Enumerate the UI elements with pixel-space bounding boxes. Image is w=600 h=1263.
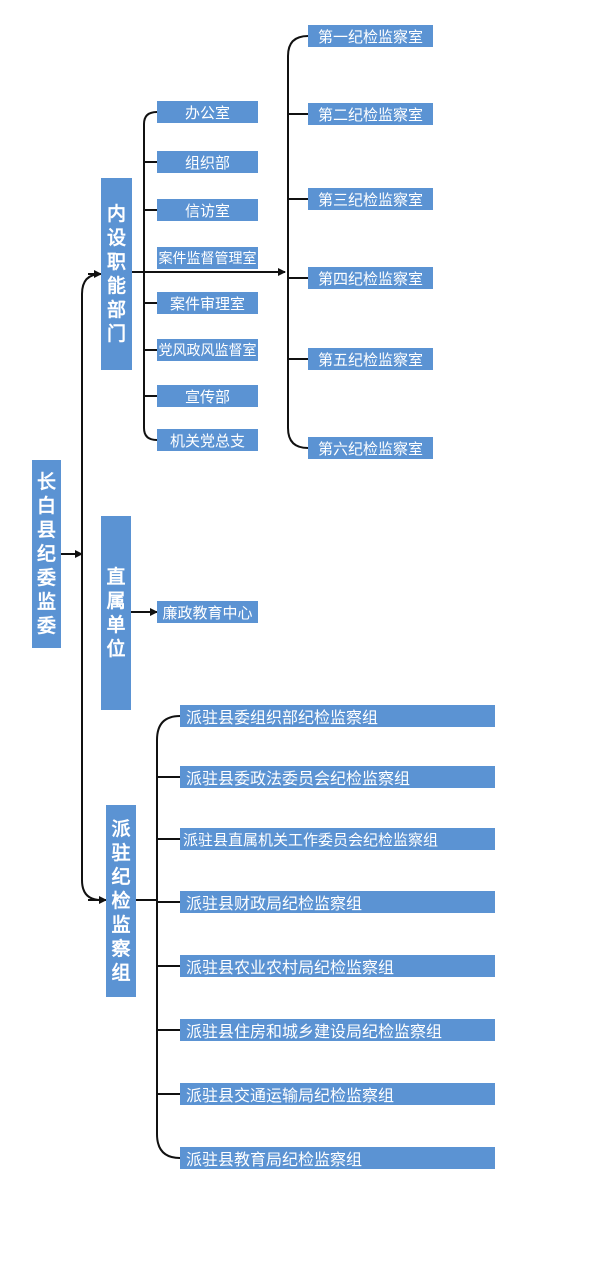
vertical-char: 设 xyxy=(106,227,126,249)
dept-node: 机关党总支 xyxy=(157,429,258,451)
stationed-group-node: 派驻县委组织部纪检监察组 xyxy=(180,705,495,727)
root-label: 长白县纪委监委 xyxy=(37,470,56,638)
vertical-char: 位 xyxy=(106,638,126,660)
vertical-char: 职 xyxy=(106,251,126,273)
branch-label: 派驻纪检监察组 xyxy=(111,817,130,985)
branch-internal-departments: 内设职能部门 xyxy=(101,178,132,370)
vertical-char: 属 xyxy=(106,590,126,612)
stationed-group-node: 派驻县住房和城乡建设局纪检监察组 xyxy=(180,1019,495,1041)
vertical-char: 组 xyxy=(111,962,131,984)
vertical-char: 门 xyxy=(106,323,126,345)
branch-label: 内设职能部门 xyxy=(107,202,126,346)
dept-node: 案件监督管理室 xyxy=(157,247,258,269)
vertical-char: 部 xyxy=(106,299,126,321)
dept-node: 信访室 xyxy=(157,199,258,221)
vertical-char: 驻 xyxy=(111,842,131,864)
vertical-char: 内 xyxy=(106,203,126,225)
vertical-char: 直 xyxy=(106,566,126,588)
vertical-char: 县 xyxy=(36,519,56,541)
branch-label: 直属单位 xyxy=(106,565,125,661)
dept-node: 案件审理室 xyxy=(157,292,258,314)
stationed-group-node: 派驻县交通运输局纪检监察组 xyxy=(180,1083,495,1105)
vertical-char: 监 xyxy=(36,591,56,613)
stationed-group-node: 派驻县财政局纪检监察组 xyxy=(180,891,495,913)
room-node: 第三纪检监察室 xyxy=(308,188,433,210)
direct-unit-node: 廉政教育中心 xyxy=(157,601,258,623)
root-node: 长白县纪委监委 xyxy=(32,460,61,648)
dept-node: 办公室 xyxy=(157,101,258,123)
room-node: 第二纪检监察室 xyxy=(308,103,433,125)
stationed-group-node: 派驻县教育局纪检监察组 xyxy=(180,1147,495,1169)
vertical-char: 单 xyxy=(106,614,126,636)
branch-direct-units: 直属单位 xyxy=(101,516,131,710)
vertical-char: 派 xyxy=(111,818,131,840)
branch-stationed-groups: 派驻纪检监察组 xyxy=(106,805,136,997)
vertical-char: 监 xyxy=(111,914,131,936)
vertical-char: 长 xyxy=(36,471,56,493)
dept-node: 党风政风监督室 xyxy=(157,339,258,361)
stationed-group-node: 派驻县委政法委员会纪检监察组 xyxy=(180,766,495,788)
room-node: 第五纪检监察室 xyxy=(308,348,433,370)
room-node: 第四纪检监察室 xyxy=(308,267,433,289)
vertical-char: 委 xyxy=(36,567,56,589)
vertical-char: 白 xyxy=(36,495,56,517)
vertical-char: 察 xyxy=(111,938,131,960)
dept-node: 组织部 xyxy=(157,151,258,173)
stationed-group-node: 派驻县直属机关工作委员会纪检监察组 xyxy=(180,828,495,850)
room-node: 第一纪检监察室 xyxy=(308,25,433,47)
vertical-char: 纪 xyxy=(36,543,56,565)
vertical-char: 检 xyxy=(111,890,131,912)
vertical-char: 纪 xyxy=(111,866,131,888)
dept-node: 宣传部 xyxy=(157,385,258,407)
stationed-group-node: 派驻县农业农村局纪检监察组 xyxy=(180,955,495,977)
vertical-char: 能 xyxy=(106,275,126,297)
vertical-char: 委 xyxy=(36,615,56,637)
room-node: 第六纪检监察室 xyxy=(308,437,433,459)
